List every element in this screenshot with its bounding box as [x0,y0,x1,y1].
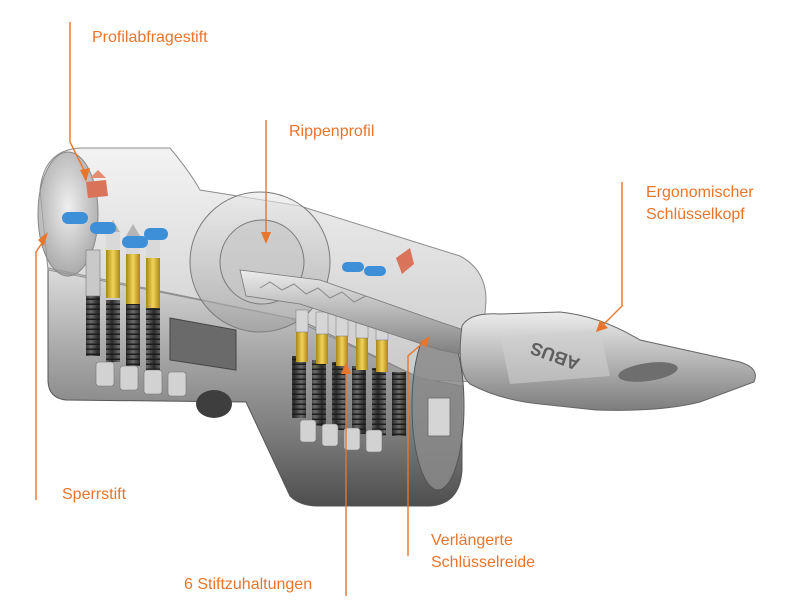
leader-sperrstift [35,239,45,500]
leader-profilabfragestift [69,22,87,175]
label-stiftzuhaltungen: 6 Stiftzuhaltungen [184,576,313,593]
leader-lines [35,22,623,596]
label-ergonomischer-line1: Ergonomischer [646,184,754,201]
key [239,269,756,411]
label-sperrstift: Sperrstift [62,486,127,503]
blue-side-pins [62,212,386,276]
label-verlaengerte-line1: Verlängerte [431,532,513,549]
label-rippenprofil: Rippenprofil [289,123,375,140]
label-ergonomischer-line2: Schlüsselkopf [646,206,745,223]
left-pin-stacks [85,220,187,397]
leader-schluesselreide [407,341,425,556]
label-profilabfragestift: Profilabfragestift [92,29,208,46]
pink-profile-pins [86,170,414,274]
leader-schluesselkopf [601,182,623,327]
label-verlaengerte-line2: Schlüsselreide [431,554,536,571]
